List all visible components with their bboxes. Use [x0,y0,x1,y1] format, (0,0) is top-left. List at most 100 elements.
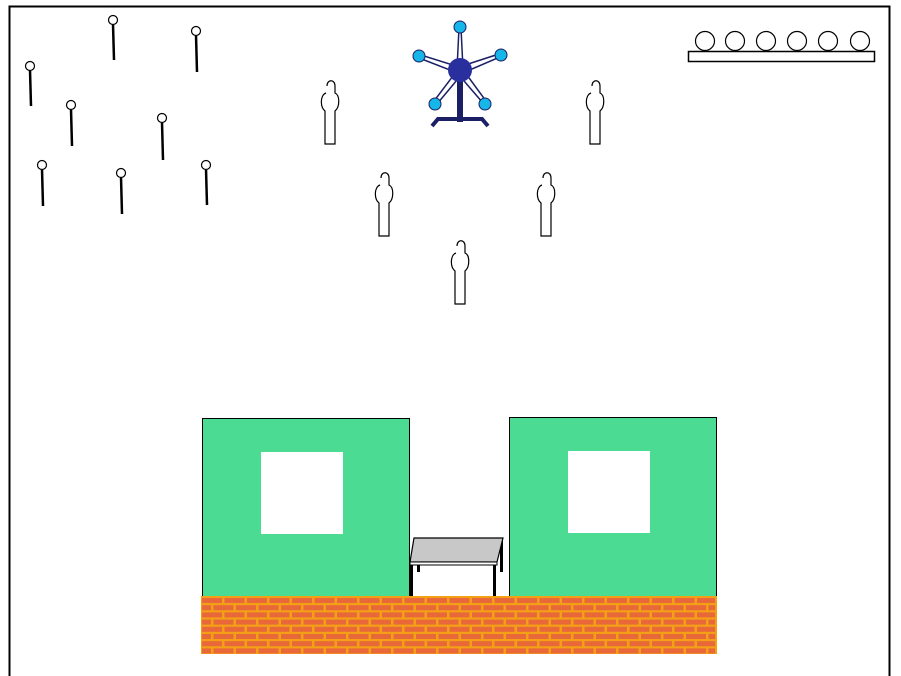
window-left [261,452,343,534]
brick [292,598,312,603]
shelf-ring [819,32,838,51]
table-leg-front-right [493,565,496,597]
brick [450,612,470,617]
brick [270,612,290,617]
table-top [410,538,503,562]
brick [709,605,716,610]
brick [675,641,695,646]
brick [562,598,582,603]
brick [337,612,357,617]
brick [360,612,380,617]
brick [371,620,391,625]
brick [214,634,234,639]
brick [709,648,716,653]
brick [675,627,695,632]
brick [495,627,515,632]
brick [540,641,560,646]
brick [214,605,234,610]
brick [540,627,560,632]
brick [281,634,301,639]
table-apron [410,562,497,565]
brick [270,641,290,646]
brick [472,627,492,632]
brick [607,612,627,617]
brick [675,598,695,603]
brick [664,620,684,625]
brick [247,627,267,632]
brick [304,605,324,610]
brick [675,612,695,617]
brick [259,634,279,639]
brick [382,612,402,617]
brick [641,648,661,653]
brick [619,620,639,625]
brick [652,627,672,632]
brick [697,598,715,603]
brick [292,641,312,646]
brick [225,612,245,617]
brick [416,620,436,625]
brick [551,634,571,639]
table-leg-front-left [410,565,413,597]
brick [585,598,605,603]
brick [427,598,447,603]
brick [427,612,447,617]
brick [360,627,380,632]
brick [641,634,661,639]
wall-panel-left [203,419,410,601]
wall-panel-right [510,418,717,601]
fan-tip-left [413,50,425,62]
brick [225,598,245,603]
brick [371,648,391,653]
brick [551,648,571,653]
brick [461,634,481,639]
brick [686,634,706,639]
brick [529,634,549,639]
brick [551,620,571,625]
brick [236,648,256,653]
brick [461,605,481,610]
brick [281,648,301,653]
brick [202,605,211,610]
brick [270,598,290,603]
brick [236,620,256,625]
scene-border [10,7,890,676]
brick [337,598,357,603]
brick [382,598,402,603]
brick [709,620,716,625]
brick [326,634,346,639]
brick [664,648,684,653]
brick [641,620,661,625]
brick [304,620,324,625]
brick [596,634,616,639]
brick [652,598,672,603]
brick [202,627,222,632]
brick [337,627,357,632]
brick [315,612,335,617]
brick [630,641,650,646]
brick [360,598,380,603]
brick [484,634,504,639]
brick [371,634,391,639]
brick [292,627,312,632]
brick-wall [201,596,717,654]
brick [236,634,256,639]
brick [596,605,616,610]
brick [630,598,650,603]
brick [574,605,594,610]
brick [450,641,470,646]
brick [484,648,504,653]
brick [349,648,369,653]
brick [630,612,650,617]
brick [326,648,346,653]
brick [281,605,301,610]
brick [607,627,627,632]
window-right [568,451,650,533]
brick [236,605,256,610]
brick [439,634,459,639]
brick [619,605,639,610]
brick [596,620,616,625]
brick [394,634,414,639]
